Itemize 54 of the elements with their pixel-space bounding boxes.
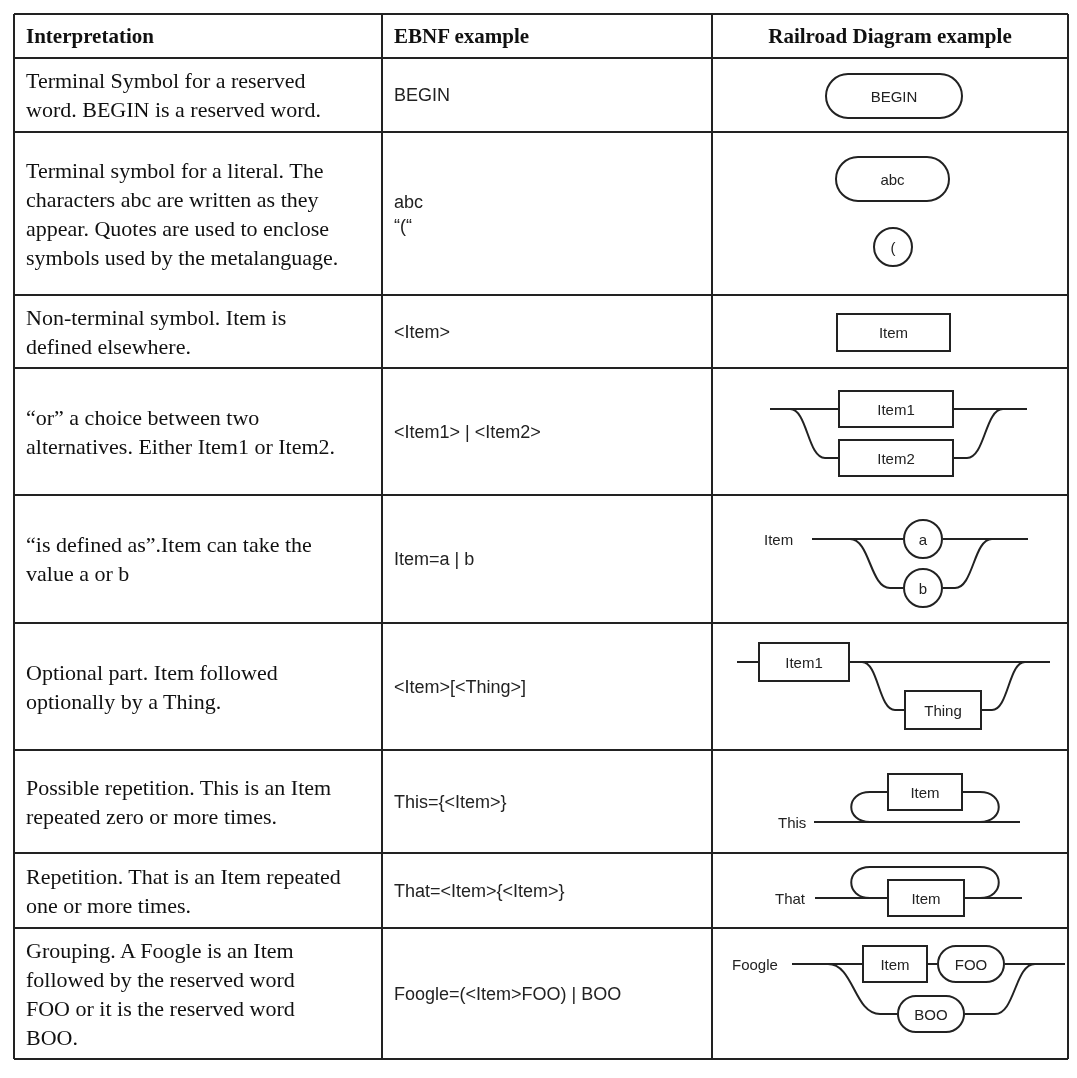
railroad-track bbox=[942, 538, 1029, 589]
railroad-track bbox=[849, 661, 905, 711]
terminal-circle: b bbox=[903, 568, 943, 608]
railroad-track bbox=[813, 791, 888, 823]
ebnf-expression: That=<Item>{<Item>} bbox=[394, 879, 565, 903]
terminal-circle: a bbox=[903, 519, 943, 559]
ebnf-expression: This={<Item>} bbox=[394, 790, 507, 814]
terminal-symbol: abc bbox=[835, 156, 950, 202]
ebnf-expression: BEGIN bbox=[394, 84, 450, 107]
railroad-track bbox=[736, 661, 759, 663]
description-text: Optional part. Item followed optionally by a Thing. bbox=[26, 658, 279, 716]
terminal-symbol: BOO bbox=[897, 995, 965, 1033]
column-header: EBNF example bbox=[394, 23, 530, 49]
nonterminal-box: Item bbox=[836, 313, 951, 352]
railroad-track bbox=[811, 538, 904, 589]
ebnf-expression: <Item1> | <Item2> bbox=[394, 420, 541, 444]
ebnf-expression: Item=a | b bbox=[394, 548, 475, 571]
ebnf-expression: abc bbox=[394, 190, 424, 214]
description-text: Possible repetition. This is an Item repeated zero or more times. bbox=[26, 773, 333, 831]
nonterminal-box: Item bbox=[887, 773, 963, 811]
railroad-track bbox=[981, 661, 1051, 711]
rule-name: Foogle bbox=[730, 952, 792, 976]
description-text: Grouping. A Foogle is an Item followed by the reserved word FOO or it is the reserved word BOO. bbox=[26, 936, 296, 1052]
ebnf-expression: <Item> bbox=[394, 320, 451, 344]
railroad-track bbox=[953, 408, 1028, 459]
nonterminal-box: Thing bbox=[904, 690, 982, 730]
nonterminal-box: Item2 bbox=[838, 439, 954, 477]
ebnf-expression: “(“ bbox=[394, 214, 412, 238]
column-header: Railroad Diagram example bbox=[768, 23, 1012, 49]
ebnf-expression: <Item>[<Thing>] bbox=[394, 675, 527, 699]
railroad-track bbox=[769, 408, 839, 459]
ebnf-expression: Foogle=(<Item>FOO) | BOO bbox=[394, 982, 622, 1006]
railroad-track bbox=[791, 963, 898, 1015]
terminal-circle: ( bbox=[873, 227, 913, 267]
description-text: Terminal Symbol for a reserved word. BEGIN is a reserved word. bbox=[26, 67, 323, 124]
railroad-track bbox=[964, 963, 1066, 1015]
description-text: “or” a choice between two alternatives. Either Item1 or Item2. bbox=[26, 403, 337, 461]
nonterminal-box: Item bbox=[862, 945, 928, 983]
railroad-track bbox=[927, 963, 938, 965]
description-text: “is defined as”.Item can take the value a or b bbox=[26, 531, 313, 588]
terminal-symbol: BEGIN bbox=[825, 73, 963, 119]
railroad-track bbox=[850, 866, 1000, 899]
description-text: Terminal symbol for a literal. The characters abc are written as they appear. Quotes are used to enclose symbols used by the metalanguage. bbox=[26, 156, 340, 272]
nonterminal-box: Item1 bbox=[838, 390, 954, 428]
rule-name: That bbox=[773, 886, 815, 910]
rule-name: This bbox=[776, 810, 814, 834]
column-header: Interpretation bbox=[26, 23, 154, 49]
railroad-track bbox=[962, 791, 1000, 823]
description-text: Repetition. That is an Item repeated one or more times. bbox=[26, 862, 342, 920]
rule-name: Item bbox=[762, 528, 812, 550]
nonterminal-box: Item bbox=[887, 879, 965, 917]
nonterminal-box: Item1 bbox=[758, 642, 850, 682]
terminal-symbol: FOO bbox=[937, 945, 1005, 983]
description-text: Non-terminal symbol. Item is defined elsewhere. bbox=[26, 303, 288, 361]
